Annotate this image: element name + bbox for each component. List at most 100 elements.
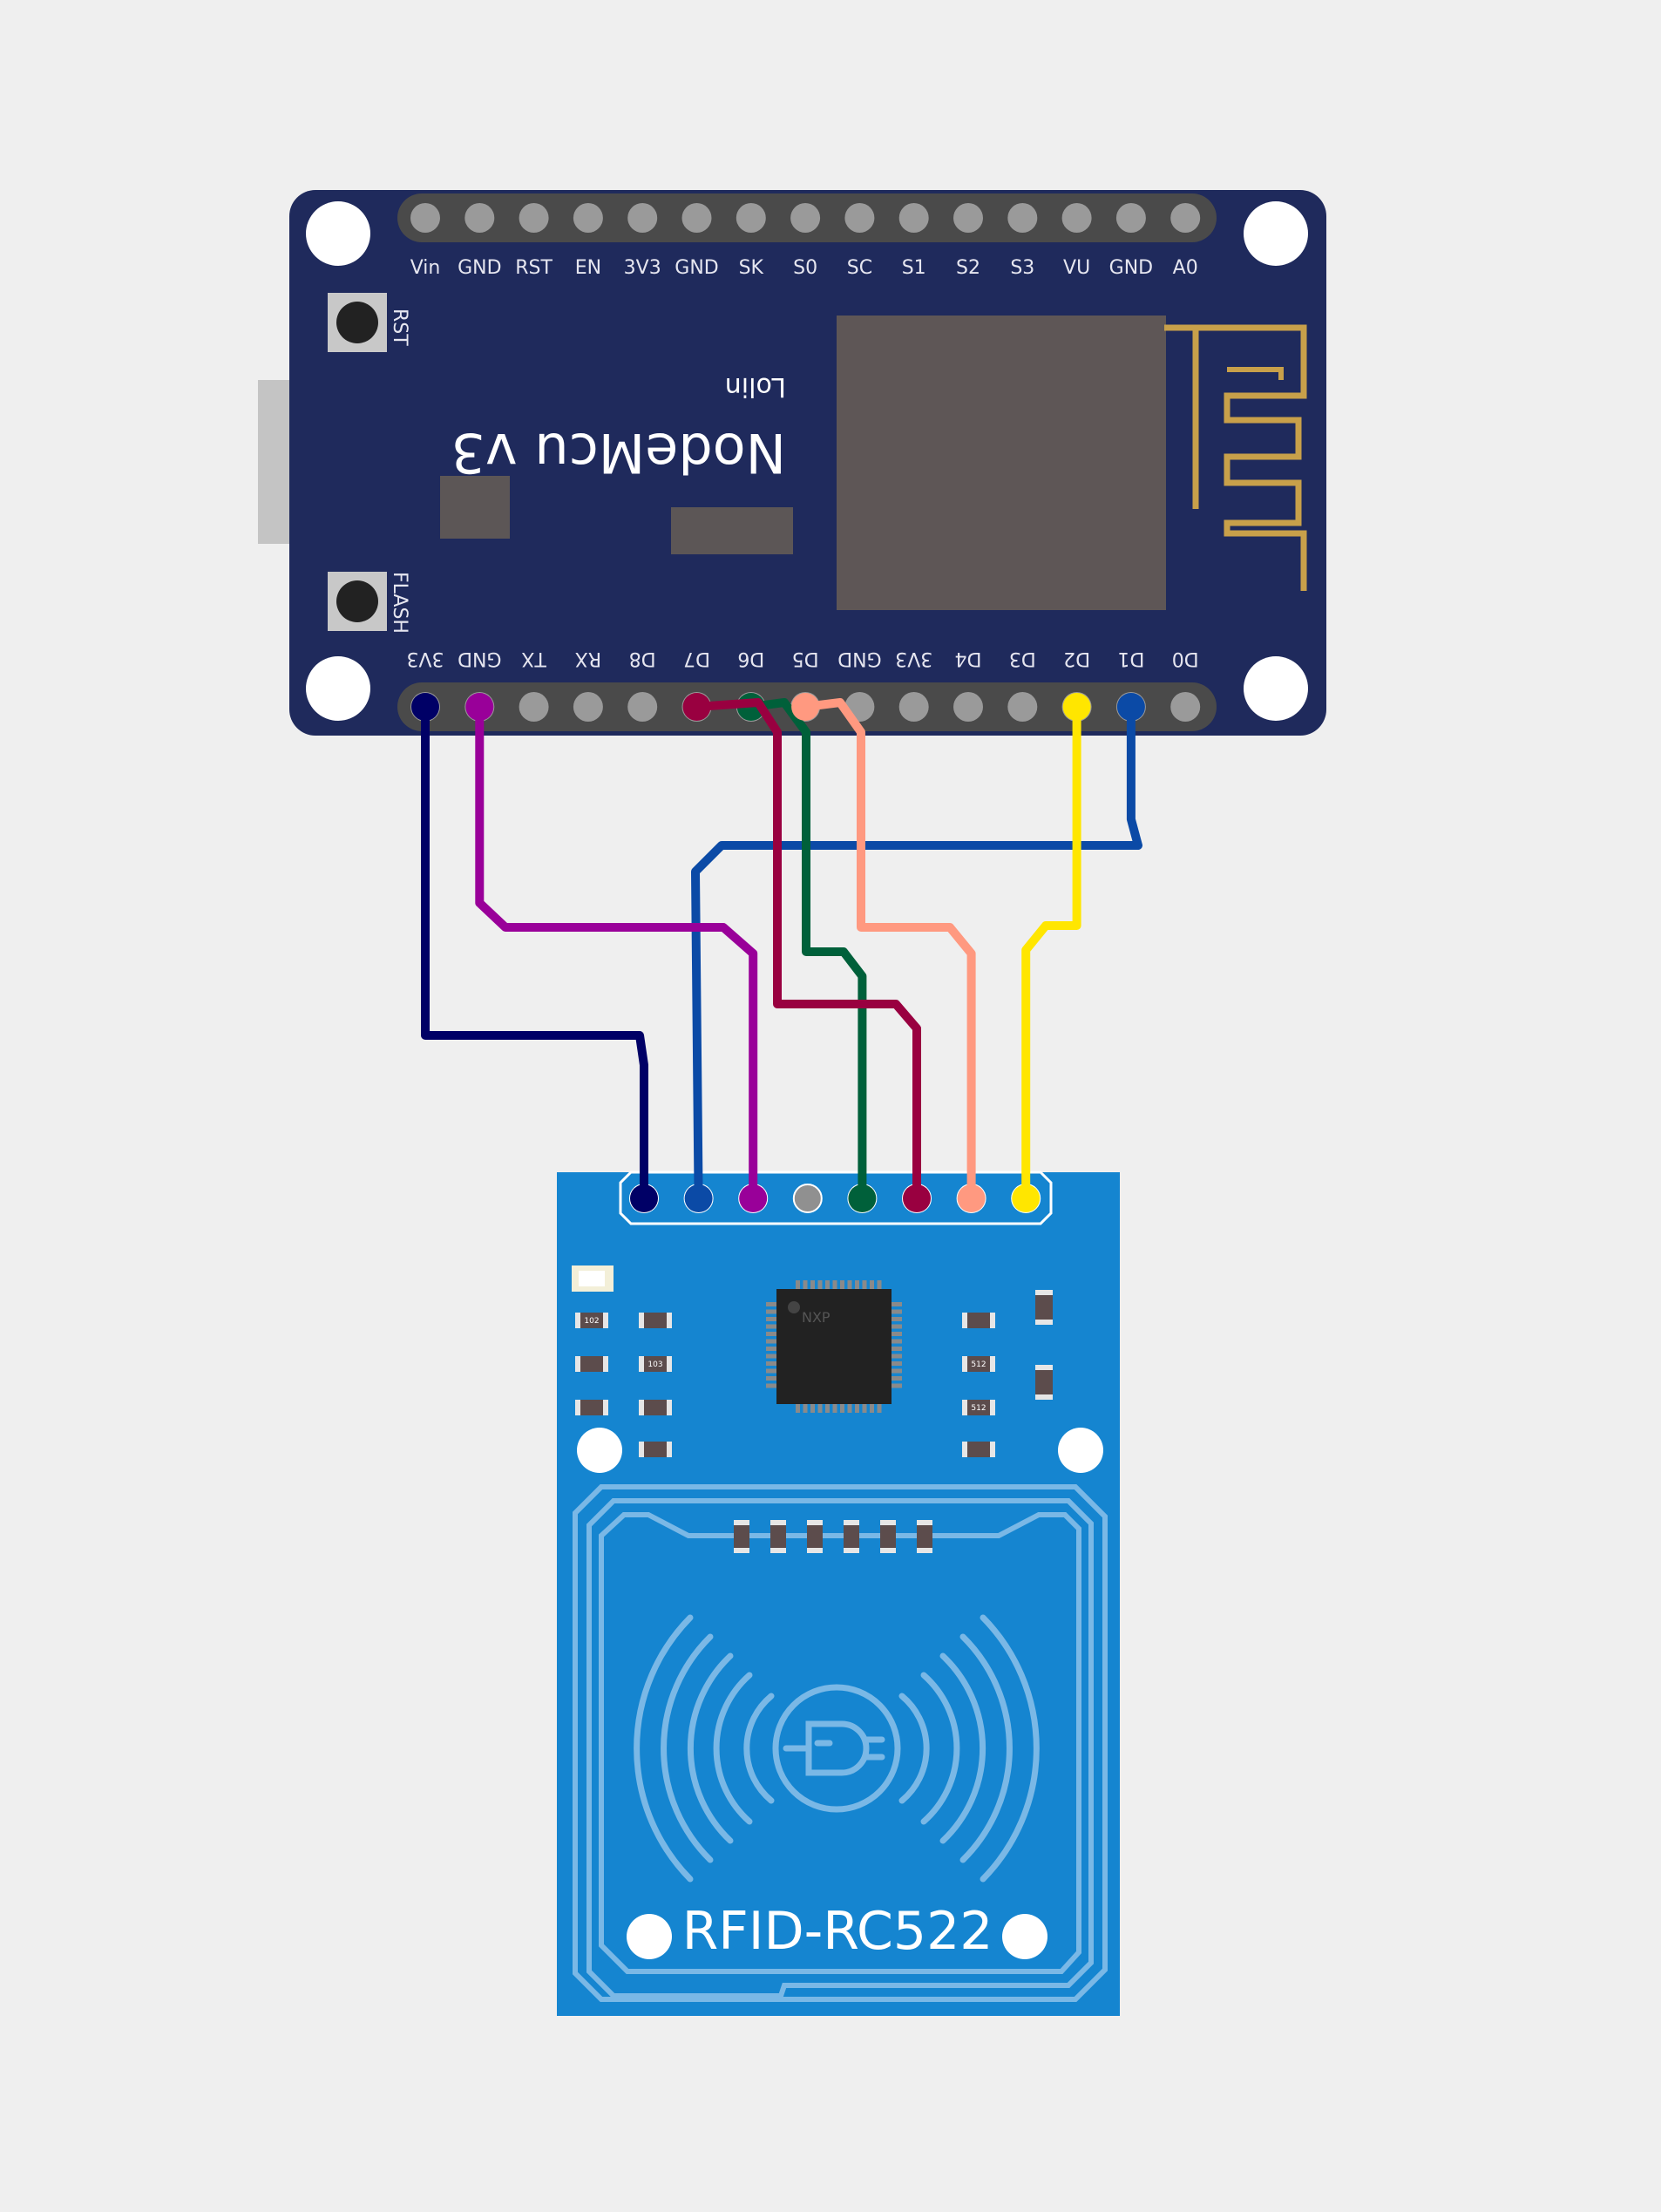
header-pin-top[interactable] [1061, 203, 1092, 233]
header-pin-bottom[interactable] [627, 692, 658, 722]
header-pin-top[interactable] [519, 203, 549, 233]
header-pin-top[interactable] [1007, 203, 1038, 233]
wire-d2 [1021, 702, 1081, 1203]
bottom-pin-label: D3 [1009, 648, 1036, 669]
header-pin-bottom[interactable] [953, 692, 983, 722]
bottom-pin-label: D6 [737, 648, 764, 669]
header-pin-top[interactable] [464, 203, 495, 233]
header-pin-top[interactable] [844, 203, 875, 233]
svg-text:512: 512 [971, 1404, 986, 1413]
rfid-header-outline [619, 1170, 1053, 1225]
smd-component [962, 1313, 995, 1328]
wire-end-nodemcu [682, 693, 711, 721]
header-pin-bottom[interactable] [1170, 692, 1201, 722]
wire-end-rfid [848, 1184, 877, 1212]
antenna-trace [1227, 367, 1284, 380]
wire-3v3 [421, 702, 648, 1203]
header-pin-bottom[interactable] [898, 692, 929, 722]
antenna-trace [1164, 324, 1307, 591]
wire-end-nodemcu [465, 693, 494, 721]
wire-end-nodemcu [411, 693, 439, 721]
header-pin-bottom[interactable] [519, 692, 549, 722]
header-pin-top[interactable] [410, 203, 440, 233]
mount-hole [577, 1428, 622, 1473]
wires [411, 693, 1145, 1212]
wire-end-nodemcu [791, 693, 820, 721]
smd-capacitor [807, 1520, 823, 1553]
wire-end-rfid [903, 1184, 931, 1212]
top-pin-label: Vin [410, 257, 441, 279]
bottom-pin-label: 3V3 [895, 648, 932, 669]
bottom-pin-label: D1 [1117, 648, 1144, 669]
top-pin-label: S2 [956, 257, 980, 279]
top-pin-label: GND [458, 257, 501, 279]
header-pin-top[interactable] [1170, 203, 1201, 233]
smd-capacitor [844, 1520, 859, 1553]
top-pin-label: GND [1109, 257, 1153, 279]
top-pin-label: EN [575, 257, 601, 279]
wire-d7 [692, 698, 921, 1203]
wire-end-rfid [739, 1184, 768, 1212]
bottom-pin-label: D2 [1063, 648, 1090, 669]
bottom-pin-label: RX [575, 648, 601, 669]
smd-component: 103 [639, 1356, 672, 1372]
top-pin-label: 3V3 [624, 257, 661, 279]
wire-end-rfid [1012, 1184, 1041, 1212]
smd-capacitor [770, 1520, 786, 1553]
smd-component [639, 1400, 672, 1415]
flash-button-label: FLASH [389, 572, 410, 634]
top-pin-label: GND [675, 257, 718, 279]
rst-button-label: RST [389, 309, 410, 346]
esp-module [837, 316, 1166, 610]
header-pin-bottom[interactable] [1007, 692, 1038, 722]
power-led-core [579, 1271, 605, 1286]
header-pin-bottom[interactable] [573, 692, 603, 722]
mount-hole [1058, 1428, 1103, 1473]
smd-component: 512 [962, 1356, 995, 1372]
mount-hole [1244, 201, 1308, 266]
flash-button-cap [336, 580, 378, 622]
board-name: NodeMcu v3 [451, 421, 786, 485]
bottom-pin-label: D7 [683, 648, 710, 669]
wire-end-rfid [630, 1184, 658, 1212]
header-pin-top[interactable] [573, 203, 603, 233]
header-pin-top[interactable] [790, 203, 821, 233]
smd-component [1035, 1365, 1053, 1400]
smd-capacitor [880, 1520, 896, 1553]
rst-button-cap [336, 302, 378, 343]
wire-d6 [746, 698, 867, 1203]
regulator-chip [440, 476, 510, 539]
header-pin-top[interactable] [953, 203, 983, 233]
top-pin-label: SC [847, 257, 872, 279]
rfid-header-pin[interactable] [792, 1184, 823, 1213]
smd-component [962, 1442, 995, 1457]
smd-component [575, 1400, 608, 1415]
bottom-pin-label: D4 [955, 648, 982, 669]
header-pin-top[interactable] [736, 203, 766, 233]
smd-component [639, 1442, 672, 1457]
wire-gnd [475, 702, 758, 1203]
bottom-pin-label: D5 [792, 648, 819, 669]
top-pin-label: S1 [902, 257, 926, 279]
mount-hole [1002, 1914, 1047, 1959]
mount-hole [306, 656, 370, 721]
wire-end-rfid [684, 1184, 713, 1212]
top-pin-label: SK [739, 257, 764, 279]
header-pin-top[interactable] [627, 203, 658, 233]
top-pin-label: RST [515, 257, 553, 279]
mount-hole [1244, 656, 1308, 721]
header-pin-top[interactable] [1115, 203, 1146, 233]
bottom-pin-label: D8 [629, 648, 656, 669]
nfc-logo [634, 1614, 1040, 1883]
wire-end-nodemcu [1062, 693, 1091, 721]
smd-component: 512 [962, 1400, 995, 1415]
header-pin-top[interactable] [681, 203, 712, 233]
bottom-pin-label: D0 [1172, 648, 1199, 669]
top-pin-label: S3 [1010, 257, 1034, 279]
top-pin-label: A0 [1173, 257, 1198, 279]
header-pin-top[interactable] [898, 203, 929, 233]
mount-hole [306, 201, 370, 266]
